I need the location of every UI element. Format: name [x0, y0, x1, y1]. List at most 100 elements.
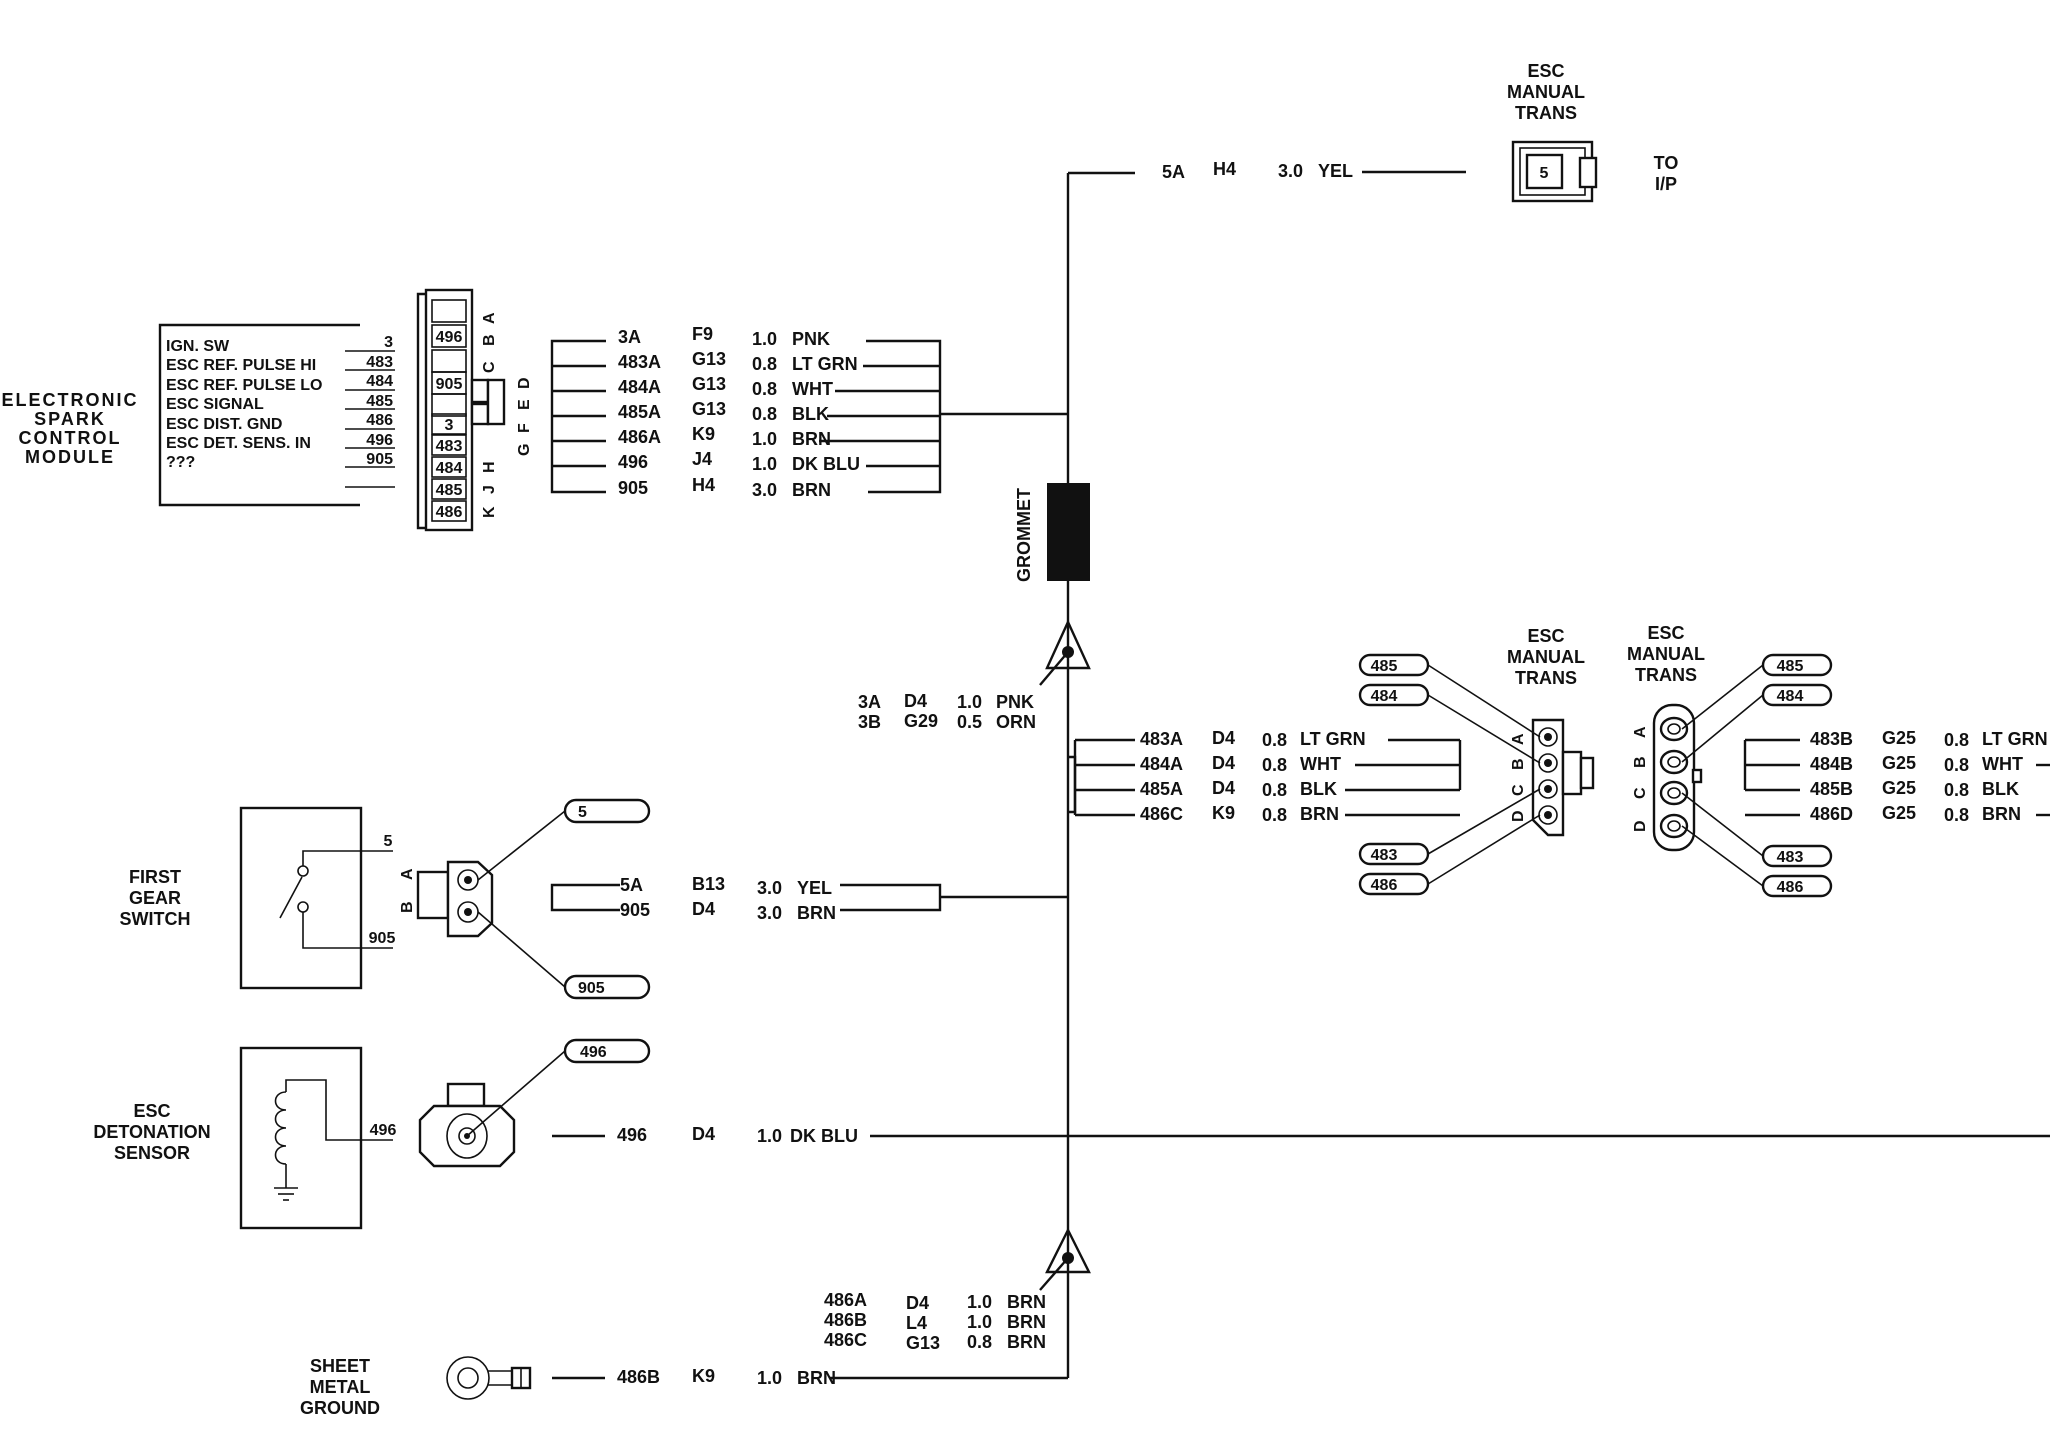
trans-conn-left: A B C D: [1510, 718, 1595, 837]
ds-pin-496: 496: [370, 1122, 397, 1139]
first-gear-switch-connector: A B 5 905: [399, 798, 651, 1000]
mw7-color: BRN: [792, 480, 831, 500]
mw1-gauge: 1.0: [752, 329, 777, 349]
detonation-sensor: 496: [239, 1046, 397, 1230]
ground-label-1: SHEET: [310, 1356, 370, 1376]
sw1-loc: B13: [692, 874, 725, 894]
fgs-label-2: GEAR: [129, 888, 181, 908]
mw3-gauge: 0.8: [752, 379, 777, 399]
ground-wire-color: BRN: [797, 1368, 836, 1388]
twr1-gauge: 0.8: [1944, 730, 1969, 750]
main-trunk: [830, 171, 2050, 1380]
module-row-pin-4: 485: [366, 393, 393, 410]
module-row-pin-1: 3: [384, 334, 393, 351]
module-connector: 496 905 3 483 484 485 486: [416, 288, 506, 532]
module-box: IGN. SW ESC REF. PULSE HI ESC REF. PULSE…: [158, 323, 395, 507]
twr4-loc: G25: [1882, 803, 1916, 823]
mw4-loc: G13: [692, 399, 726, 419]
sw1-circuit: 5A: [620, 875, 643, 895]
tcl-label-2: MANUAL: [1507, 647, 1585, 667]
splice-upper: 3A D4 1.0 PNK 3B G29 0.5 ORN: [858, 619, 1091, 732]
twl1-color: LT GRN: [1300, 729, 1366, 749]
first-gear-switch-label: FIRST GEAR SWITCH: [120, 867, 191, 929]
su1-color: PNK: [996, 692, 1034, 712]
tcr-letter-d: D: [1632, 820, 1649, 832]
mw6-color: DK BLU: [792, 454, 860, 474]
twr1-circuit: 483B: [1810, 729, 1853, 749]
module-title-4: MODULE: [25, 447, 115, 467]
module-row-pin-5: 486: [366, 412, 393, 429]
module-connector-letters: C B A G F E D K J H: [481, 312, 533, 518]
sl3-gauge: 0.8: [967, 1332, 992, 1352]
twl3-gauge: 0.8: [1262, 780, 1287, 800]
tcl-label-3: TRANS: [1515, 668, 1577, 688]
mw6-loc: J4: [692, 449, 712, 469]
module-title-3: CONTROL: [19, 428, 122, 448]
fgs-pin-5: 5: [384, 833, 393, 850]
ds-label-3: SENSOR: [114, 1143, 190, 1163]
tcl-callout-486: 486: [1371, 877, 1398, 894]
ds-label-1: ESC: [133, 1101, 170, 1121]
conn-cell-483: 483: [436, 438, 463, 455]
module-title-1: ELECTRONIC: [2, 390, 139, 410]
switch-wires: 5A B13 3.0 YEL 905 D4 3.0 BRN: [550, 874, 942, 923]
fgs-callout-905: 905: [578, 980, 605, 997]
trans-wires-right: 483B G25 0.8 LT GRN 484B G25 0.8 WHT 485…: [1743, 728, 2050, 825]
to-ip-line-1: TO: [1654, 153, 1679, 173]
tcl-letter-d: D: [1510, 810, 1527, 822]
twl3-loc: D4: [1212, 778, 1235, 798]
twr2-circuit: 484B: [1810, 754, 1853, 774]
mw7-gauge: 3.0: [752, 480, 777, 500]
letter-f: F: [516, 423, 533, 433]
tcr-callout-485: 485: [1777, 658, 1804, 675]
twl2-gauge: 0.8: [1262, 755, 1287, 775]
fgs-label-1: FIRST: [129, 867, 181, 887]
letter-a: A: [481, 312, 498, 324]
tcl-callout-485: 485: [1371, 658, 1398, 675]
module-title-2: SPARK: [34, 409, 106, 429]
letter-c: C: [481, 361, 498, 373]
module-row-label-2: ESC REF. PULSE HI: [166, 357, 316, 374]
twr2-loc: G25: [1882, 753, 1916, 773]
first-gear-switch: 5 905: [239, 806, 395, 990]
mw5-circuit: 486A: [618, 427, 661, 447]
module-wire-bundle: [550, 339, 942, 494]
tcr-callout-483: 483: [1777, 849, 1804, 866]
sensor-wire-loc: D4: [692, 1124, 715, 1144]
splice-lower: 486A D4 1.0 BRN 486B L4 1.0 BRN 486C G13…: [824, 1227, 1091, 1353]
conn-cell-496: 496: [436, 329, 463, 346]
conn-cell-484: 484: [436, 460, 463, 477]
twr2-color: WHT: [1982, 754, 2023, 774]
twl3-color: BLK: [1300, 779, 1337, 799]
su1-loc: D4: [904, 691, 927, 711]
trans-top-pin: 5: [1540, 165, 1549, 182]
twr1-color: LT GRN: [1982, 729, 2048, 749]
twl1-gauge: 0.8: [1262, 730, 1287, 750]
module-row-label-6: ESC DET. SENS. IN: [166, 435, 311, 452]
mw4-circuit: 485A: [618, 402, 661, 422]
trans-conn-left-callouts: 485 484 483 486: [1358, 653, 1541, 896]
tcr-letter-b: B: [1632, 756, 1649, 768]
fgs-label-3: SWITCH: [120, 909, 191, 929]
detonation-sensor-label: ESC DETONATION SENSOR: [93, 1101, 210, 1163]
sensor-wire-gauge: 1.0: [757, 1126, 782, 1146]
module-row-pin-7: 905: [366, 451, 393, 468]
ground-label-2: METAL: [310, 1377, 371, 1397]
wire-5a-color: YEL: [1318, 161, 1353, 181]
conn-cell-3: 3: [445, 417, 454, 434]
module-row-label-5: ESC DIST. GND: [166, 416, 282, 433]
letter-k: K: [481, 506, 498, 518]
twl2-loc: D4: [1212, 753, 1235, 773]
mw2-circuit: 483A: [618, 352, 661, 372]
sl3-loc: G13: [906, 1333, 940, 1353]
twl3-circuit: 485A: [1140, 779, 1183, 799]
wire-5a-gauge: 3.0: [1278, 161, 1303, 181]
twl1-circuit: 483A: [1140, 729, 1183, 749]
fgs-letter-a: A: [399, 868, 416, 880]
fgs-letter-b: B: [399, 901, 416, 913]
top-wire-labels: 5A H4 3.0 YEL: [1162, 159, 1466, 182]
mw5-gauge: 1.0: [752, 429, 777, 449]
conn-cell-905: 905: [436, 376, 463, 393]
ground-wire-circuit: 486B: [617, 1367, 660, 1387]
